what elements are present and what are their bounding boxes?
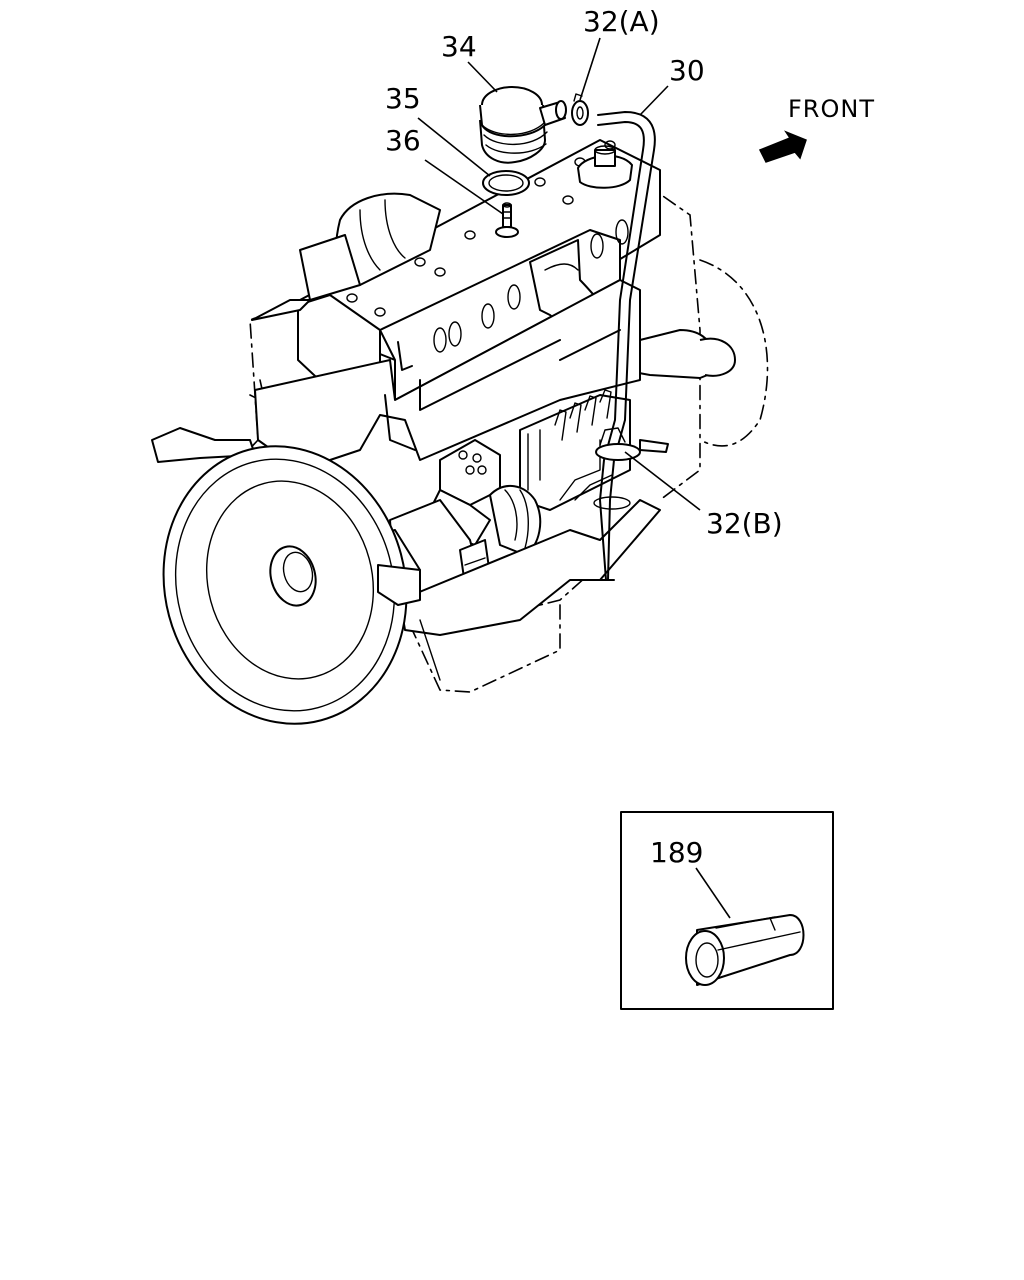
oil-filler-cap <box>577 145 633 189</box>
front-arrow <box>758 130 807 163</box>
flywheel <box>162 445 421 725</box>
injection-lines <box>554 389 612 441</box>
part-189-bushing <box>685 914 805 986</box>
label-34: 34 <box>441 30 477 63</box>
part-36-bolt <box>495 202 519 238</box>
part-32a-clamp <box>571 93 589 126</box>
label-35: 35 <box>385 82 421 115</box>
label-30: 30 <box>669 54 705 87</box>
leader-lines <box>417 37 731 919</box>
arrow-icon <box>758 130 807 163</box>
inset-part-189 <box>620 811 834 1010</box>
part-34-breather <box>479 86 567 164</box>
part-35-gasket <box>482 170 530 196</box>
part-30-hose <box>593 111 669 581</box>
label-front: FRONT <box>788 95 875 123</box>
label-32b: 32(B) <box>706 507 783 540</box>
label-32a: 32(A) <box>583 5 660 38</box>
label-189: 189 <box>650 836 703 869</box>
label-36: 36 <box>385 124 421 157</box>
